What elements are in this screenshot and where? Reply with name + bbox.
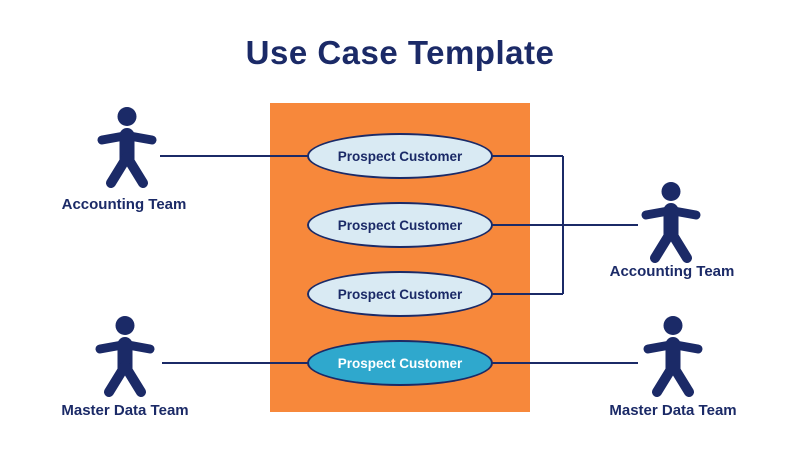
actor-head xyxy=(663,316,683,335)
actor-legs xyxy=(652,361,694,397)
use-case-label: Prospect Customer xyxy=(337,286,463,302)
actor-head xyxy=(117,107,137,126)
actor-legs xyxy=(104,361,146,397)
use-case-ellipse: Prospect Customer xyxy=(307,271,493,317)
actor-legs xyxy=(650,227,692,263)
actor-figure-icon xyxy=(643,316,703,397)
page-title: Use Case Template xyxy=(245,34,555,71)
use-case-ellipse: Prospect Customer xyxy=(307,202,493,248)
actor-figure-icon xyxy=(95,316,155,397)
actor-figure-icon xyxy=(97,107,157,188)
use-case-label: Prospect Customer xyxy=(337,355,463,371)
actor-head xyxy=(115,316,135,335)
use-case-ellipse-highlighted: Prospect Customer xyxy=(307,340,493,386)
use-case-label: Prospect Customer xyxy=(337,148,463,164)
actor-label-master-data-right: Master Data Team xyxy=(609,402,737,419)
actor-label-master-data-left: Master Data Team xyxy=(61,402,189,419)
actor-label-accounting-right: Accounting Team xyxy=(609,263,735,280)
actor-figure-icon xyxy=(641,182,701,263)
use-case-ellipse: Prospect Customer xyxy=(307,133,493,179)
actor-head xyxy=(661,182,681,201)
use-case-label: Prospect Customer xyxy=(337,217,463,233)
actor-legs xyxy=(106,152,148,188)
actor-label-accounting-left: Accounting Team xyxy=(61,196,187,213)
